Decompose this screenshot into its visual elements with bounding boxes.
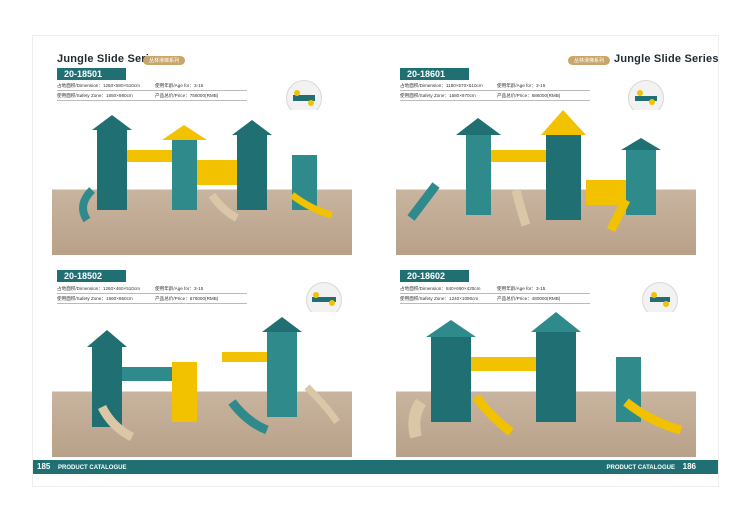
spec-safety-zone: 使用面积/Safety Zone：1660×860cm: [57, 296, 133, 301]
playground-illustration: [87, 317, 340, 442]
spec-divider: [57, 90, 247, 91]
playground-illustration: [408, 312, 683, 439]
footer-label-left: PRODUCT CATALOGUE: [58, 465, 127, 471]
playground-illustration: [407, 110, 661, 233]
product-code-20-18501: 20-18501: [57, 68, 126, 80]
spec-divider: [57, 303, 247, 304]
spec-divider: [400, 100, 590, 101]
spec-age: 使用年龄/Age for：3-15: [497, 83, 546, 88]
series-title-left: Jungle Slide Series: [57, 53, 162, 65]
spec-divider: [57, 293, 247, 294]
spec-safety-zone: 使用面积/Safety Zone：1650×980cm: [57, 93, 133, 98]
footer-right: PRODUCT CATALOGUE 186: [375, 460, 718, 474]
topview-icon: [650, 292, 670, 307]
product-photo-20-18601: [396, 110, 696, 255]
playground-illustration: [79, 115, 333, 223]
spec-price: 产品总价/Price：686000(RMB): [497, 93, 561, 98]
topview-icon: [312, 292, 336, 306]
spec-age: 使用年龄/Age for：3-15: [155, 286, 204, 291]
product-photo-20-18501: [52, 110, 352, 255]
spec-safety-zone: 使用面积/Safety Zone：1240×1090cm: [400, 296, 479, 301]
product-code-20-18502: 20-18502: [57, 270, 126, 282]
page-number-right: 186: [682, 462, 696, 471]
spec-price: 产品总价/Price：480000(RMB): [497, 296, 561, 301]
footer-left: 185 PRODUCT CATALOGUE: [33, 460, 375, 474]
spec-age: 使用年龄/Age for：3-15: [155, 83, 204, 88]
spec-divider: [400, 293, 590, 294]
spec-divider: [57, 100, 247, 101]
page-number-left: 185: [37, 462, 51, 471]
spec-dimension: 占地面积/Dimension：1250×580×510cm: [57, 83, 140, 88]
footer-label-right: PRODUCT CATALOGUE: [606, 465, 675, 471]
topview-icon: [293, 90, 315, 106]
spec-divider: [400, 303, 590, 304]
series-tag-left: 丛林滑梯系列: [143, 56, 186, 65]
spec-dimension: 占地面积/Dimension：1180×570×510cm: [400, 83, 483, 88]
spec-dimension: 占地面积/Dimension：840×690×420cm: [400, 286, 481, 291]
spec-price: 产品总价/Price：756000(RMB): [155, 93, 219, 98]
product-code-20-18602: 20-18602: [400, 270, 469, 282]
topview-icon: [635, 90, 657, 105]
spec-price: 产品总价/Price：676000(RMB): [155, 296, 219, 301]
product-photo-20-18502: [52, 312, 352, 457]
spec-divider: [400, 90, 590, 91]
spec-age: 使用年龄/Age for：3-15: [497, 286, 546, 291]
spec-safety-zone: 使用面积/Safety Zone：1580×970cm: [400, 93, 476, 98]
spec-dimension: 占地面积/Dimension：1260×460×510cm: [57, 286, 140, 291]
product-code-20-18601: 20-18601: [400, 68, 469, 80]
series-tag-right: 丛林滑梯系列: [568, 56, 611, 65]
series-title-right: Jungle Slide Series: [614, 53, 719, 65]
product-photo-20-18602: [396, 312, 696, 457]
